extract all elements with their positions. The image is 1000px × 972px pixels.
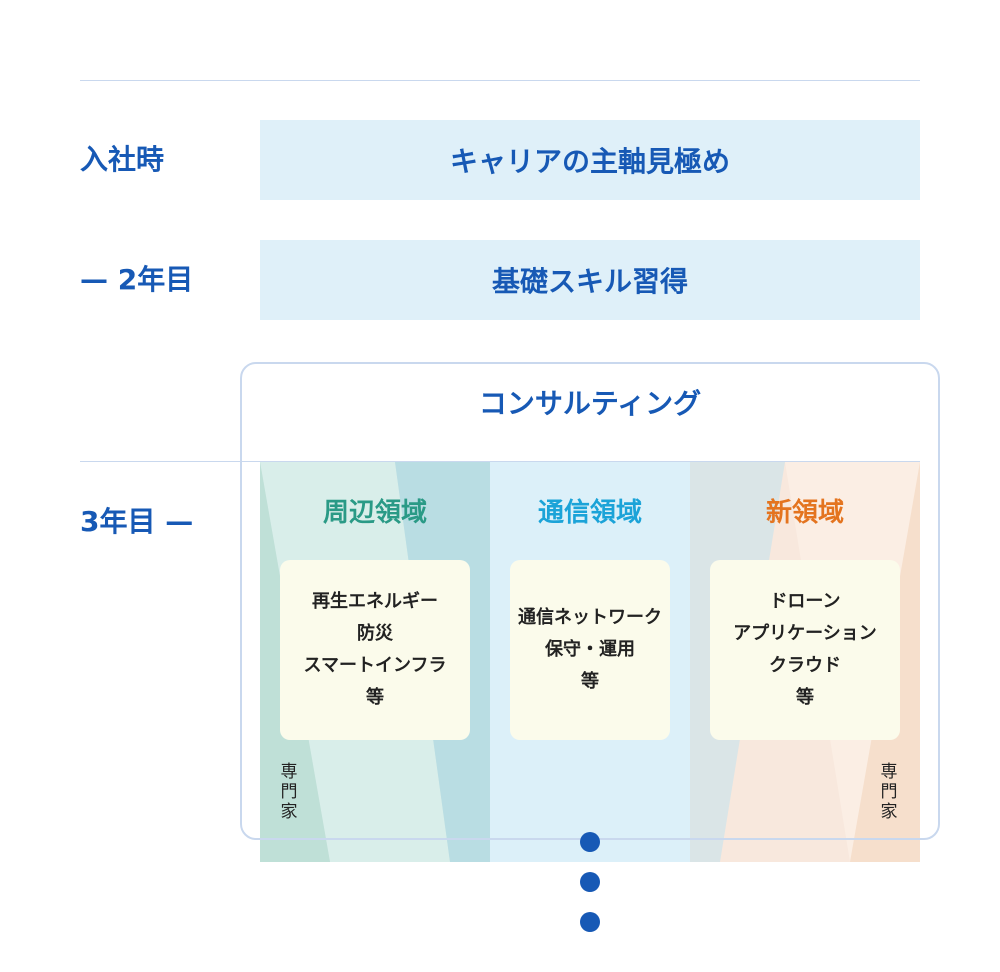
card-line: クラウド xyxy=(769,655,841,676)
column-title-new: 新領域 xyxy=(765,498,844,528)
specialist-char: 家 xyxy=(880,802,898,822)
specialist-label-right: 専 門 家 xyxy=(879,762,899,822)
card-peripheral: 再生エネルギー 防災 スマートインフラ 等 xyxy=(280,560,470,740)
card-line: 等 xyxy=(366,687,384,708)
continuation-dot xyxy=(580,912,600,932)
card-line: 通信ネットワーク xyxy=(518,607,662,628)
card-line: アプリケーション xyxy=(733,623,877,644)
stage-label-year2: — 2年目 xyxy=(80,263,194,296)
continuation-dot xyxy=(580,872,600,892)
specialist-char: 門 xyxy=(280,782,298,802)
top-divider xyxy=(80,80,920,81)
stage-band-hire-text: キャリアの主軸見極め xyxy=(449,145,730,178)
stage-band-hire: キャリアの主軸見極め xyxy=(260,120,920,200)
stage-band-year2: 基礎スキル習得 xyxy=(260,240,920,320)
continuation-dot xyxy=(580,832,600,852)
specialist-label-left: 専 門 家 xyxy=(279,762,299,822)
stage-label-year3: 3年目 — xyxy=(80,505,194,538)
card-line: スマートインフラ xyxy=(303,655,447,676)
column-title-telecom: 通信領域 xyxy=(537,498,642,528)
specialist-char: 専 xyxy=(880,762,898,782)
stage-band-year2-text: 基礎スキル習得 xyxy=(491,265,688,298)
consulting-title: コンサルティング xyxy=(478,387,702,420)
column-title-peripheral: 周辺領域 xyxy=(322,498,427,528)
card-line: 保守・運用 xyxy=(545,639,635,660)
specialist-char: 家 xyxy=(280,802,298,822)
card-line: ドローン xyxy=(769,591,841,612)
year3-divider xyxy=(80,461,920,462)
specialist-char: 専 xyxy=(280,762,298,782)
card-line: 等 xyxy=(796,687,814,708)
stage-label-hire: 入社時 xyxy=(80,143,165,176)
card-telecom: 通信ネットワーク 保守・運用 等 xyxy=(510,560,670,740)
specialist-char: 門 xyxy=(880,782,898,802)
card-line: 再生エネルギー xyxy=(312,591,438,612)
card-new: ドローン アプリケーション クラウド 等 xyxy=(710,560,900,740)
card-line: 防災 xyxy=(357,623,393,644)
card-line: 等 xyxy=(581,671,599,692)
